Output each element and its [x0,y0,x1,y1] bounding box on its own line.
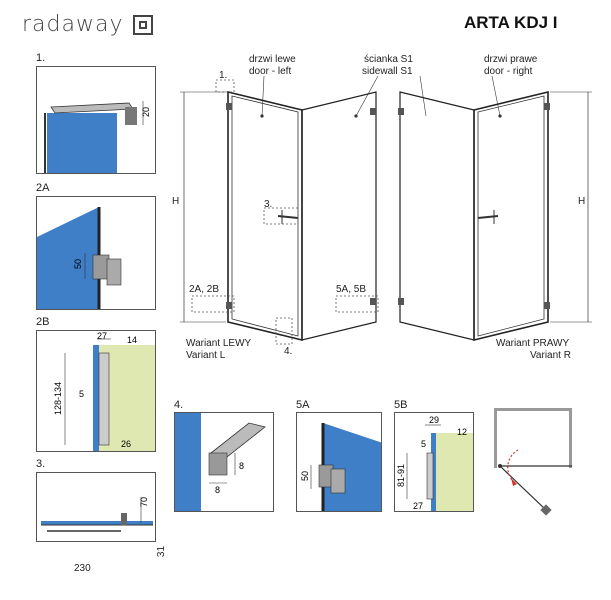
variant-right-label-en: Variant R [530,350,571,361]
detail-1-label: 1. [36,52,46,64]
variant-left-assembly [180,75,379,345]
detail-3-dim-width: 230 [74,563,91,574]
opening-plan-diagram [494,408,572,516]
door-right-label-pl: drzwi prawe [484,54,538,65]
variant-right-assembly [398,75,592,342]
detail-5a-panel: 50 [296,412,382,512]
detail-2b-dim-bottom: 26 [121,439,131,449]
brand-logo-text: radaway [22,12,124,37]
detail-4-dim-w: 8 [215,485,220,495]
callout-marker-5ab: 5A, 5B [336,284,367,295]
sidewall-label-en: sidewall S1 [362,66,413,77]
variant-left-label-pl: Wariant LEWY [186,338,252,349]
door-right-label-en: door - right [484,66,533,77]
detail-5b-dim-right: 12 [457,427,467,437]
detail-4-panel: 8 8 [174,412,274,512]
detail-5b-dim-height: 81-91 [396,464,406,487]
detail-5b-dim-top: 29 [429,415,439,425]
detail-2b-panel: 27 14 128-134 5 26 [36,330,156,452]
product-title: ARTA KDJ I [464,13,558,32]
detail-4-label: 4. [174,399,184,411]
detail-2b-dim-height: 128-134 [53,382,63,415]
detail-5b-dim-small: 5 [421,439,426,449]
detail-2b-dim-top: 27 [97,331,107,341]
variant-right-label-pl: Wariant PRAWY [496,338,570,349]
variant-left-label-en: Variant L [186,350,226,361]
callout-marker-3: 3. [264,199,273,210]
height-label-right: H [578,196,586,207]
detail-2b-label: 2B [36,316,50,328]
detail-1-dim: 20 [141,107,151,117]
detail-5a-label: 5A [296,399,310,411]
detail-2a-dim: 50 [73,259,83,269]
detail-2b-dim-small: 5 [79,389,84,399]
detail-2a-label: 2A [36,182,50,194]
detail-2b-dim-right: 14 [127,335,137,345]
main-assembly-drawing [180,75,592,345]
callout-marker-1: 1. [219,70,228,81]
detail-4-dim-h: 8 [239,461,244,471]
callout-marker-4: 4. [284,346,293,357]
callout-marker-2ab: 2A, 2B [189,284,220,295]
detail-3-dim-bottom: 31 [156,545,168,558]
detail-3-panel: 70 [36,472,156,542]
door-left-label-pl: drzwi lewe [249,54,296,65]
door-left-label-en: door - left [249,66,292,77]
detail-5a-dim: 50 [300,471,310,481]
detail-2a-panel: 50 [36,196,156,310]
brand-logo-icon [133,15,153,35]
height-label-left: H [172,196,180,207]
detail-3-dim-height: 70 [139,497,149,507]
detail-5b-dim-bottom: 27 [413,501,423,511]
detail-3-label: 3. [36,458,46,470]
detail-1-panel: 20 [36,66,156,174]
detail-5b-panel: 29 12 5 81-91 27 [394,412,474,512]
sidewall-label-pl: ścianka S1 [364,54,413,65]
detail-5b-label: 5B [394,399,408,411]
